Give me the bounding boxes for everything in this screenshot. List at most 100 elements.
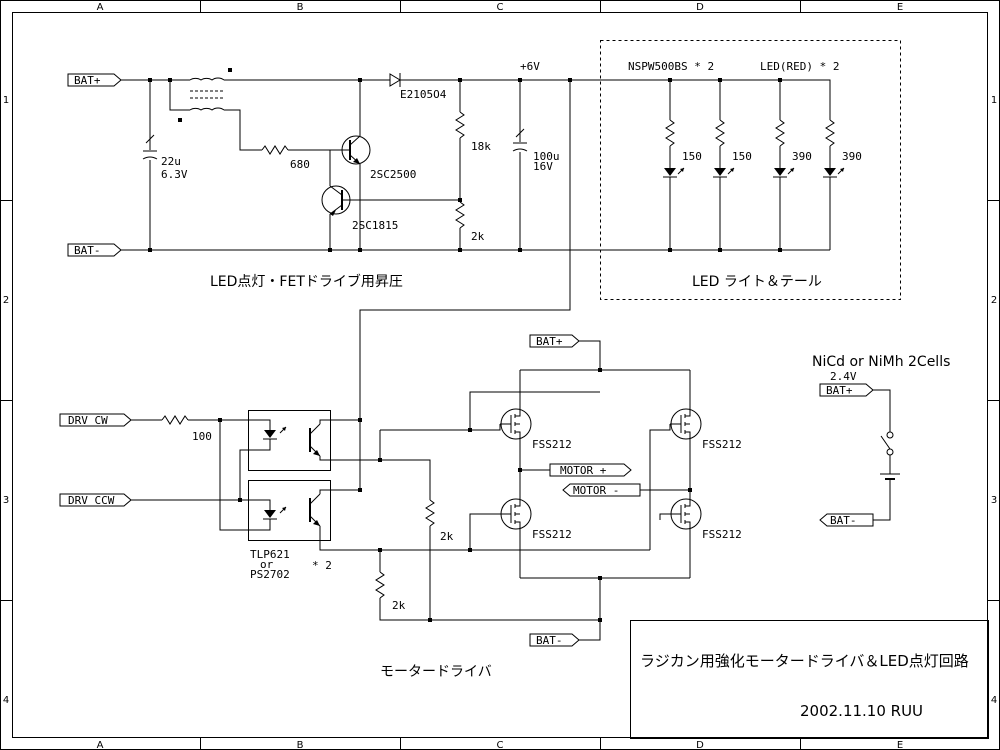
opto-part-1: TLP621 (250, 548, 290, 561)
cells-voltage: 2.4V (830, 370, 857, 383)
optocoupler-2-icon (248, 480, 380, 551)
grid-row-4-right: 4 (991, 695, 997, 706)
led-red-a-icon (773, 167, 795, 178)
led-white-b-icon (713, 167, 735, 178)
grid-row-2: 2 (3, 295, 9, 306)
mosfet-bottom-right-label: FSS212 (702, 528, 742, 541)
grid-col-b-bottom: B (297, 740, 304, 750)
resistor-390b-icon (825, 119, 835, 147)
mosfet-top-right-icon (670, 408, 702, 440)
bat-plus-port-icon (67, 73, 122, 87)
resistor-18k-icon (455, 111, 465, 139)
grid-col-e-bottom: E (897, 740, 903, 750)
mosfet-bottom-right-icon (659, 498, 702, 530)
resistor-2k-low-icon (375, 571, 385, 599)
resistor-2k-top-icon (455, 201, 465, 229)
resistor-2k-low-label: 2k (392, 599, 406, 612)
mosfet-top-left-label: FSS212 (532, 438, 572, 451)
resistor-390a-label: 390 (792, 150, 812, 163)
resistor-18k-label: 18k (471, 140, 491, 153)
boost-section-title: LED点灯・FETドライブ用昇圧 (210, 273, 403, 290)
cap-22u-voltage: 6.3V (161, 168, 188, 181)
grid-col-e: E (897, 2, 903, 13)
resistor-100-icon (161, 415, 189, 425)
rail-6v-label: +6V (520, 60, 540, 73)
switch-icon (880, 431, 894, 456)
bat-minus-port-label: BAT- (74, 244, 101, 257)
grid-col-a: A (97, 2, 104, 13)
cap-100u-value: 100u (533, 150, 560, 163)
diode-icon (389, 73, 401, 87)
mosfet-top-right-label: FSS212 (702, 438, 742, 451)
resistor-2k-mid-icon (425, 499, 435, 527)
motor-plus-port-label: MOTOR + (560, 464, 607, 477)
resistor-2k-top-label: 2k (471, 230, 485, 243)
grid-row-1-right: 1 (991, 95, 997, 106)
resistor-150b-label: 150 (732, 150, 752, 163)
bat-minus-cells-port-label: BAT- (830, 514, 857, 527)
battery-cells: NiCd or NiMh 2Cells 2.4V BAT+ BAT- (812, 354, 950, 527)
optocoupler-1-icon (248, 410, 380, 471)
drawing-date-author: 2002.11.10 RUU (800, 702, 923, 720)
led-junctions (668, 78, 782, 252)
motor-minus-port-icon (562, 483, 641, 497)
resistor-680-label: 680 (290, 158, 310, 171)
drv-cw-port-label: DRV CW (68, 414, 108, 427)
grid-row-3-right: 3 (991, 495, 997, 506)
drv-ccw-port-icon (59, 493, 132, 507)
motor-driver: DRV CW DRV CCW 100 (59, 80, 742, 680)
bat-minus-port-icon (67, 243, 122, 257)
led-section: NSPW500BS * 2 LED(RED) * 2 150 150 (570, 40, 901, 300)
grid-row-2-right: 2 (991, 295, 997, 306)
grid-col-d-bottom: D (696, 740, 704, 750)
motor-junctions (218, 368, 692, 622)
mosfet-bottom-left-label: FSS212 (532, 528, 572, 541)
grid-row-3: 3 (3, 495, 9, 506)
drv-cw-port-icon (59, 413, 132, 427)
motor-minus-port-label: MOTOR - (573, 484, 619, 497)
resistor-2k-mid-label: 2k (440, 530, 454, 543)
cap-22u-icon (142, 134, 158, 160)
bat-minus-cells-port-icon (819, 513, 874, 527)
grid-col-c-bottom: C (497, 740, 504, 750)
drawing-title: ラジカン用強化モータードライバ＆LED点灯回路 (640, 652, 969, 670)
led-white-a-icon (663, 167, 685, 178)
bat-plus-cells-port-icon (819, 383, 874, 397)
title-block: ラジカン用強化モータードライバ＆LED点灯回路 2002.11.10 RUU (630, 620, 989, 739)
bat-minus-motor-port-label: BAT- (536, 634, 563, 647)
grid-col-c: C (497, 2, 504, 13)
boost-junctions (148, 78, 572, 252)
diode-label: E2105O4 (400, 88, 447, 101)
grid-row-4: 4 (3, 695, 9, 706)
transistor-2sc2500-icon (330, 135, 371, 165)
resistor-100-label: 100 (192, 430, 212, 443)
resistor-150a-label: 150 (682, 150, 702, 163)
cap-100u-icon (512, 128, 528, 152)
resistor-680-icon (261, 145, 289, 155)
bat-plus-port-label: BAT+ (74, 74, 101, 87)
led-red-part: LED(RED) * 2 (760, 60, 839, 73)
grid-col-d: D (696, 2, 704, 13)
boost-circuit: BAT+ BAT- 22u 6.3V (67, 60, 830, 290)
transistor-2sc1815-icon (321, 185, 460, 216)
bat-minus-motor-port-icon (529, 633, 580, 647)
grid-col-a-bottom: A (97, 740, 104, 750)
cap-22u-value: 22u (161, 155, 181, 168)
cells-title: NiCd or NiMh 2Cells (812, 354, 950, 370)
mosfet-bottom-left-icon (469, 498, 532, 550)
opto-quantity: * 2 (312, 559, 332, 572)
led-red-b-icon (823, 167, 845, 178)
led-white-part: NSPW500BS * 2 (628, 60, 714, 73)
resistor-390a-icon (775, 119, 785, 147)
grid-col-b: B (297, 2, 304, 13)
grid-labels: A B C D E A B C D E 1 2 3 4 1 2 3 4 (3, 2, 997, 750)
opto-part-2: or (260, 558, 274, 571)
motor-section-title: モータードライバ (380, 664, 492, 680)
resistor-150b-icon (715, 119, 725, 147)
opto-part-3: PS2702 (250, 568, 290, 581)
inductor-icon (178, 68, 232, 122)
resistor-150a-icon (665, 119, 675, 147)
transistor-2sc2500-label: 2SC2500 (370, 168, 416, 181)
led-section-title: LED ライト＆テール (692, 274, 822, 290)
